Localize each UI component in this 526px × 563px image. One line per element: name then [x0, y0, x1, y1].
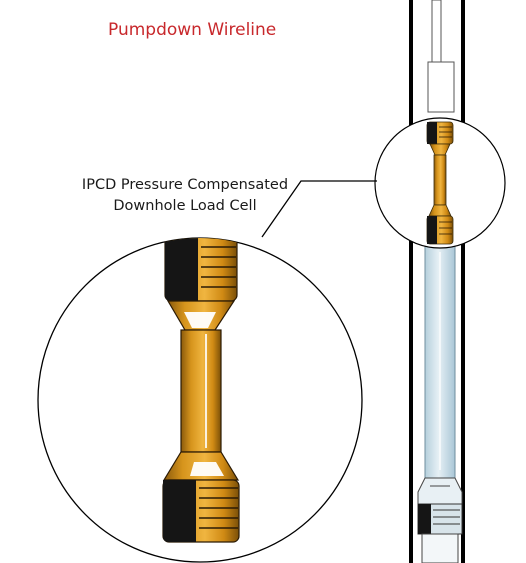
upper-tool-body: [427, 61, 455, 113]
callout-leader-line: [261, 180, 377, 238]
wireline-cable: [431, 0, 442, 63]
bottom-nose: [421, 533, 459, 563]
wellbore: [409, 0, 465, 563]
wireline-string: [427, 0, 455, 113]
large-load-cell: [162, 238, 240, 543]
diagram-title: Pumpdown Wireline: [108, 20, 277, 40]
callout-label-line-1: IPCD Pressure Compensated: [81, 177, 289, 193]
pumpdown-string: [417, 245, 463, 563]
small-load-cell: [426, 121, 454, 245]
callout-label-line-2: Downhole Load Cell: [113, 198, 257, 214]
